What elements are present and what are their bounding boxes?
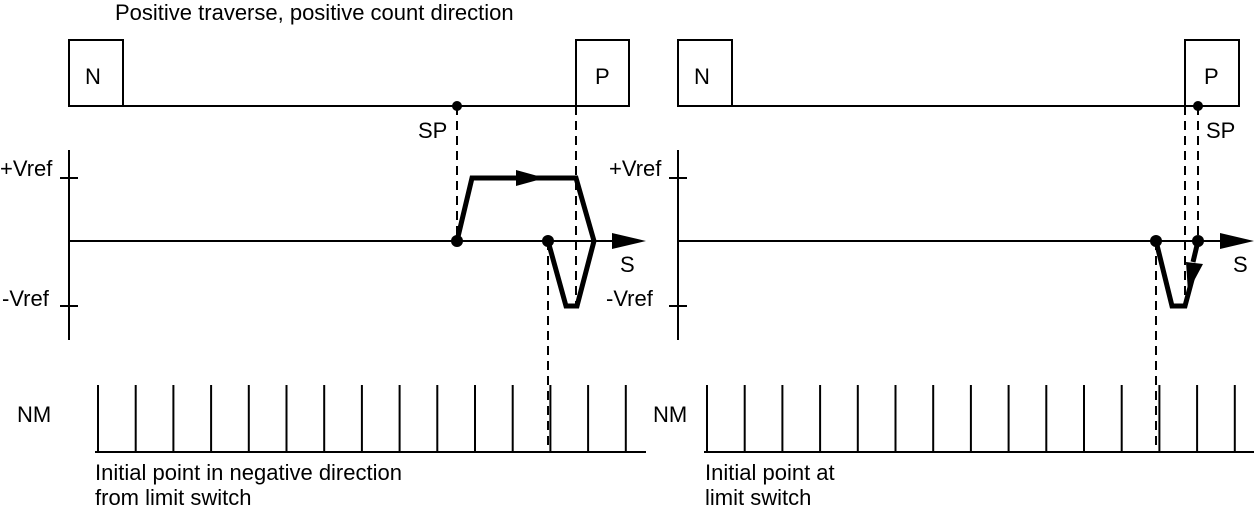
neg-vref-label: -Vref (2, 286, 50, 311)
velocity-profile (1153, 240, 1196, 309)
caption-line1: Initial point in negative direction (95, 460, 402, 485)
nm-label: NM (17, 402, 51, 427)
pos-vref-label: +Vref (609, 156, 662, 181)
diagram-title: Positive traverse, positive count direct… (115, 0, 514, 25)
p-label: P (1204, 64, 1219, 89)
s-label: S (1233, 252, 1248, 277)
start-dot (1192, 235, 1204, 247)
pos-vref-label: +Vref (0, 156, 53, 181)
left-panel: N P SP +Vref -Vref S NM Initial point in… (0, 39, 646, 510)
direction-arrow-icon (516, 170, 545, 186)
nm-ticks (97, 385, 627, 452)
nm-ticks (706, 385, 1236, 452)
sp-label: SP (1206, 118, 1235, 143)
right-panel: N P SP +Vref -Vref S NM Initial point at… (606, 39, 1254, 510)
caption-line2: from limit switch (95, 485, 251, 510)
velocity-profile (454, 175, 597, 309)
p-limit-box (1184, 39, 1240, 107)
p-label: P (595, 64, 610, 89)
direction-arrow-icon (1186, 262, 1203, 292)
neg-vref-label: -Vref (606, 286, 654, 311)
p-limit-box (575, 39, 630, 107)
nm-label: NM (653, 402, 687, 427)
start-dot (451, 235, 463, 247)
s-axis-arrow-icon (1220, 233, 1254, 249)
sp-label: SP (418, 118, 447, 143)
caption-line1: Initial point at (705, 460, 835, 485)
s-label: S (620, 252, 635, 277)
n-limit-box (677, 39, 733, 107)
n-limit-box (68, 39, 124, 107)
caption-line2: limit switch (705, 485, 811, 510)
n-label: N (694, 64, 710, 89)
n-label: N (85, 64, 101, 89)
s-axis-arrow-icon (612, 233, 646, 249)
